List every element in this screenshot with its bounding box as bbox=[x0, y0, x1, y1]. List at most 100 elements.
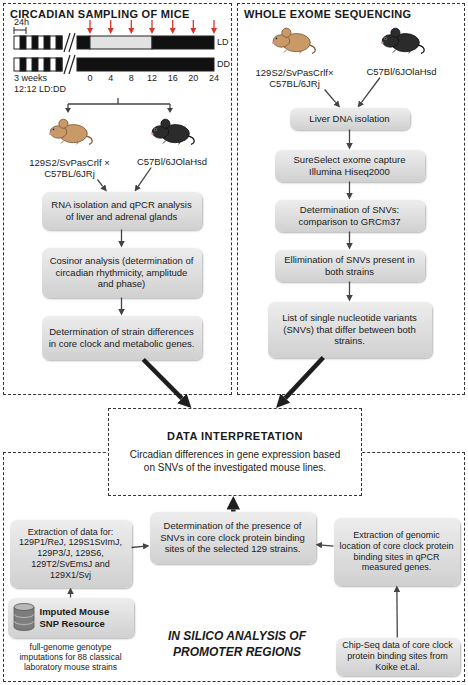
flow-arrow bbox=[121, 298, 122, 310]
sampling-arrow bbox=[131, 20, 132, 29]
sampling-arrow bbox=[110, 20, 111, 29]
database-description: full-genome genotype imputations for 88 … bbox=[8, 642, 134, 673]
database-box: Imputed Mouse SNP Resourcefull-genome ge… bbox=[8, 598, 134, 638]
time-tick: 20 bbox=[183, 73, 203, 84]
box-text: Extraction of data for: 129P1/ReJ, 129S1… bbox=[15, 527, 127, 581]
box-text: Cosinor analysis (determination of circa… bbox=[47, 255, 197, 289]
duration-label: 3 weeks bbox=[14, 73, 64, 84]
dark-phase bbox=[77, 36, 90, 49]
panel-title: IN SILICO ANALYSIS OF PROMOTER REGIONS bbox=[160, 629, 314, 660]
light-dark-timeline bbox=[14, 27, 214, 74]
sampling-arrow bbox=[172, 20, 173, 29]
sampling-arrow-head bbox=[190, 28, 196, 34]
period-label: 24h bbox=[14, 17, 44, 28]
sampling-arrow-head bbox=[108, 28, 114, 34]
flow-arrow bbox=[322, 545, 334, 546]
box-text: Circadian differences in gene expression… bbox=[127, 449, 343, 474]
box-text: Liver DNA isolation bbox=[309, 113, 389, 124]
dark-phase bbox=[152, 36, 214, 49]
mouse-strain: C57Bl/6JOlaHsd bbox=[125, 108, 220, 168]
box-text: Determination of strain differences in c… bbox=[47, 326, 197, 349]
flow-arrow bbox=[349, 232, 350, 244]
sampling-arrow-head bbox=[170, 28, 176, 34]
dark-phase bbox=[32, 36, 38, 49]
time-tick: 16 bbox=[163, 73, 183, 84]
process-box: Liver DNA isolation bbox=[290, 108, 410, 130]
dark-phase bbox=[32, 58, 38, 71]
strain-label: C57Bl/6JOlaHsd bbox=[352, 66, 452, 77]
result-box: Determination of strain differences in c… bbox=[42, 316, 202, 360]
light-phase bbox=[90, 36, 152, 49]
flow-arrow bbox=[70, 594, 71, 598]
dark-phase bbox=[44, 58, 50, 71]
box-text: List of single nucleotide variants (SNVs… bbox=[273, 312, 427, 346]
flow-arrow bbox=[349, 130, 350, 144]
process-box: Cosinor analysis (determination of circa… bbox=[42, 248, 202, 298]
flow-arrow bbox=[97, 180, 102, 187]
condition-label: LD bbox=[217, 37, 231, 48]
sampling-arrow bbox=[89, 20, 90, 29]
strain-label: 129S2/SvPasCrlf × C57BL/6JRj bbox=[18, 157, 122, 180]
process-box: Determination of SNVs: comparison to GRC… bbox=[275, 200, 425, 232]
process-box: Extraction of genomic location of core c… bbox=[334, 518, 460, 586]
dark-phase bbox=[44, 36, 50, 49]
split-arrow-heads bbox=[65, 108, 173, 113]
flow-arrow bbox=[349, 182, 350, 194]
sampling-arrow bbox=[151, 20, 152, 29]
time-tick: 0 bbox=[80, 73, 100, 84]
mouse-strain: 129S2/SvPasCrlf × C57BL/6JRj bbox=[18, 108, 122, 180]
flow-arrow bbox=[325, 90, 336, 103]
mouse-strain: C57Bl/6JOlaHsd bbox=[352, 20, 452, 78]
constant-dark-phase bbox=[77, 58, 214, 71]
flow-arrow-bold bbox=[285, 358, 323, 399]
mouse-strain: 129S2/SvPasCrlf× C57BL/6JRj bbox=[245, 20, 345, 90]
interpretation-box: DATA INTERPRETATION Circadian differences… bbox=[108, 408, 362, 496]
strain-label: 129S2/SvPasCrlf× C57BL/6JRj bbox=[245, 67, 345, 90]
flow-arrow bbox=[121, 230, 122, 242]
panel-title: CIRCADIAN SAMPLING OF MICE bbox=[10, 8, 190, 20]
box-text: Determination of SNVs: comparison to GRC… bbox=[280, 204, 420, 227]
process-box: SureSelect exome capture Illumina Hiseq2… bbox=[275, 150, 425, 182]
dark-phase bbox=[56, 58, 62, 71]
period-bracket bbox=[14, 27, 26, 34]
sampling-arrow bbox=[193, 20, 194, 29]
time-tick: 8 bbox=[121, 73, 141, 84]
process-box: Extraction of data for: 129P1/ReJ, 129S1… bbox=[10, 520, 132, 588]
process-box: Ellimination of SNVs present in both str… bbox=[275, 250, 425, 282]
axis-break bbox=[64, 55, 75, 74]
sampling-arrow-head bbox=[149, 28, 155, 34]
split-line bbox=[68, 98, 170, 109]
time-tick: 4 bbox=[101, 73, 121, 84]
flow-arrow bbox=[396, 592, 398, 638]
section-panel: CIRCADIAN SAMPLING OF MICE 129S2/SvPasCrl… bbox=[3, 3, 232, 395]
box-text: Determination of the presence of SNVs in… bbox=[155, 520, 311, 554]
axis-break bbox=[64, 33, 75, 52]
time-tick: 24 bbox=[204, 73, 224, 84]
sampling-arrow bbox=[213, 20, 214, 29]
box-text: Chip-Seq data of core clock protein bind… bbox=[341, 640, 455, 672]
box-text: Extraction of genomic location of core c… bbox=[339, 530, 455, 573]
mouse-icon bbox=[151, 119, 194, 144]
process-box: Determination of the presence of SNVs in… bbox=[150, 512, 316, 564]
process-box: RNA isolation and qPCR analysis of liver… bbox=[42, 192, 202, 230]
box-text: SureSelect exome capture Illumina Hiseq2… bbox=[280, 154, 420, 177]
dark-phase bbox=[56, 36, 62, 49]
box-title: DATA INTERPRETATION bbox=[167, 430, 303, 442]
time-tick: 12 bbox=[142, 73, 162, 84]
dd-entrainment-bar bbox=[14, 58, 62, 71]
dark-phase bbox=[20, 36, 26, 49]
split-arrow bbox=[65, 98, 173, 113]
result-box: List of single nucleotide variants (SNVs… bbox=[268, 302, 432, 358]
ld-entrainment-bar bbox=[14, 36, 62, 49]
condition-label: DD bbox=[217, 59, 231, 70]
sampling-arrow-head bbox=[128, 28, 134, 34]
flow-arrow-bold bbox=[231, 510, 236, 512]
flow-arrow bbox=[138, 168, 151, 187]
cycle-label: 12:12 LD:DD bbox=[14, 84, 84, 95]
flow-arrow-bold bbox=[143, 360, 182, 399]
flow-arrow bbox=[132, 546, 144, 547]
box-text: Ellimination of SNVs present in both str… bbox=[280, 254, 420, 277]
strain-label: C57Bl/6JOlaHsd bbox=[125, 156, 220, 167]
